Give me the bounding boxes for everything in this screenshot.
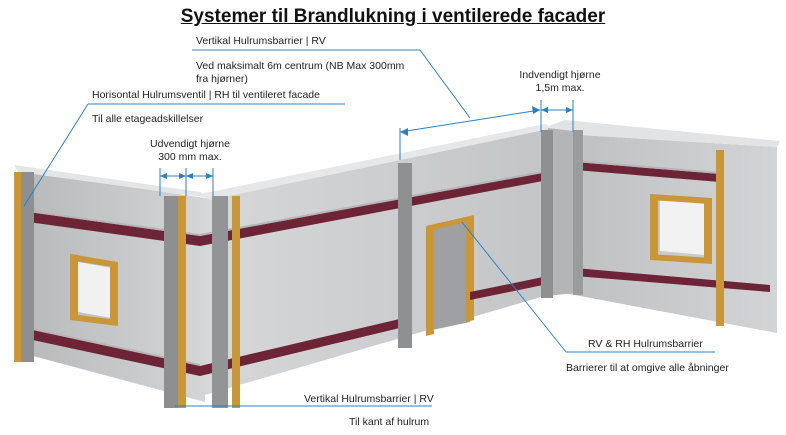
left-window-frame-right — [110, 262, 118, 324]
label-udvendigt-line2: 300 mm max. — [158, 151, 222, 163]
right-window-frame-right — [704, 198, 712, 262]
barrier-mid-lower-b — [470, 276, 548, 300]
diagram-title: Systemer til Brandlukning i ventilerede … — [180, 6, 606, 27]
label-rv-rh: RV & RH Hulrumsbarrier — [588, 338, 703, 350]
left-window-frame-bottom — [70, 314, 118, 326]
leader-lines — [23, 49, 715, 407]
post-outer-corner-a-wood — [178, 196, 186, 408]
label-vertikal-bottom-note: Til kant af hulrum — [349, 416, 430, 428]
barrier-left-upper — [14, 210, 200, 246]
right-window-opening — [660, 200, 705, 255]
post-mid — [398, 163, 412, 348]
right-wall-top — [548, 120, 780, 147]
label-vertikal-top-note: Ved maksimalt 6m centrum (NB Max 300mm f… — [196, 60, 405, 85]
post-left-end-grey — [20, 172, 34, 362]
left-window-opening — [78, 262, 112, 318]
post-outer-corner-a — [164, 196, 180, 408]
label-horisontal-note: Til alle etageadskillelser — [92, 113, 204, 125]
post-left-end — [14, 172, 21, 362]
door-frame-top — [426, 215, 474, 230]
label-udvendigt-line1: Udvendigt hjørne — [150, 138, 230, 150]
label-horisontal: Horisontal Hulrumsventil | RH til ventil… — [92, 89, 320, 101]
middle-wall-top — [200, 124, 554, 200]
label-vertikal-bottom: Vertikal Hulrumsbarrier | RV — [304, 393, 434, 405]
post-inner-a — [541, 130, 553, 298]
barrier-right-upper — [575, 162, 720, 182]
barrier-left-lower — [14, 326, 200, 376]
barrier-highlights — [14, 160, 720, 366]
label-indvendigt-line2: 1,5m max. — [535, 82, 585, 94]
left-wall-top — [14, 165, 210, 198]
post-outer-corner-b — [212, 196, 228, 408]
right-window-frame-bottom — [650, 254, 712, 264]
door-opening — [432, 219, 470, 330]
left-window-frame-top — [70, 254, 118, 268]
vertical-posts — [14, 130, 724, 408]
door-frame-left — [426, 226, 434, 336]
label-indvendigt-line1: Indvendigt hjørne — [519, 69, 601, 81]
right-window-frame-left — [650, 194, 658, 258]
label-rv-rh-note: Barrierer til at omgive alle åbninger — [566, 362, 729, 374]
post-outer-corner-b-wood — [232, 196, 240, 408]
left-window-frame-left — [70, 254, 78, 318]
horizontal-barriers — [14, 162, 770, 376]
leader-arrowheads — [160, 106, 573, 179]
barrier-mid-upper — [200, 172, 548, 246]
post-right-wood — [716, 150, 724, 326]
right-window-frame-top — [650, 194, 712, 204]
label-vertikal-top: Vertikal Hulrumsbarrier | RV — [196, 35, 326, 47]
post-inner-b — [573, 130, 583, 295]
barrier-mid-lower — [200, 317, 408, 376]
